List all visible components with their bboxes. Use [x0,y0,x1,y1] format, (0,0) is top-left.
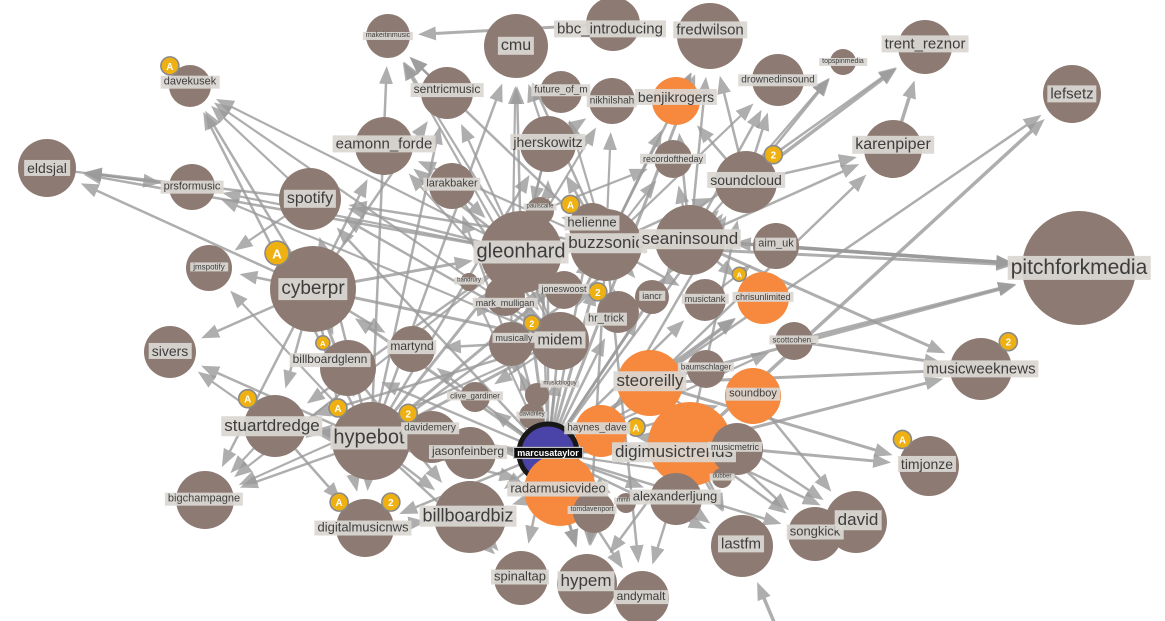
graph-node-soundboy[interactable] [725,368,781,424]
graph-node-karenpiper[interactable] [864,120,922,178]
node-badge [315,335,331,351]
graph-node-david[interactable] [825,491,887,553]
node-badge-glyph: A [166,62,173,73]
node-badge-glyph: A [632,423,639,434]
graph-node-lastfm[interactable] [711,515,773,577]
node-badge [731,266,748,283]
graph-node-future_of_m[interactable] [540,71,582,113]
graph-node-makeitinmusic[interactable] [366,14,410,58]
graph-node-bigchampagne[interactable] [176,471,234,529]
graph-node-joneswoost[interactable] [545,271,583,309]
node-badge-glyph: A [272,246,282,261]
graph-edge [220,198,561,343]
graph-node-aim_uk[interactable] [753,223,799,269]
graph-node-musicmetric[interactable] [711,423,763,475]
graph-edge [539,168,648,213]
node-badge-glyph: 2 [406,409,412,420]
graph-edge [689,238,946,354]
graph-node-bbc_introducing[interactable] [586,0,640,51]
graph-node-bandrury[interactable] [460,273,478,291]
graph-node-baumschlager[interactable] [687,350,725,388]
node-badge [264,240,290,266]
graph-node-chrisunlimited[interactable] [737,272,789,324]
node-badge-glyph: A [736,270,742,279]
graph-node-lefsetz[interactable] [1043,65,1101,123]
node-badge-glyph: A [567,200,574,211]
node-badge-glyph: A [899,435,906,446]
node-badge [892,429,913,450]
graph-node-martynd[interactable] [389,326,435,372]
node-badge [998,331,1019,352]
node-badge-glyph: 2 [529,319,534,329]
graph-node-cmu[interactable] [484,14,548,78]
graph-node-pitchforkmedia[interactable] [1022,211,1136,325]
graph-node-tomdavenport[interactable] [573,491,615,533]
graph-node-trent_reznor[interactable] [898,20,952,74]
graph-node-seaninsound[interactable] [655,205,725,275]
graph-node-jasonfeinberg[interactable] [444,427,496,479]
graph-node-mark_mulligan[interactable] [485,276,525,316]
node-badge-glyph: 2 [1006,338,1012,349]
graph-node-larakbaker[interactable] [429,163,475,209]
graph-node-billboardglenn[interactable] [320,340,376,396]
node-badge [523,314,541,332]
graph-edge [757,581,776,621]
graph-node-prsformusic[interactable] [169,164,215,210]
graph-node-drownedinsound[interactable] [752,54,804,106]
graph-node-andymalt[interactable] [615,571,669,621]
graph-node-dubber[interactable] [712,468,732,488]
graph-node-fredwilson[interactable] [677,3,743,69]
graph-edge [793,339,943,368]
graph-node-iancr[interactable] [635,280,669,314]
node-badge [560,194,581,215]
node-badge [329,492,349,512]
node-badge [328,398,348,418]
graph-node-alexanderljung[interactable] [650,473,702,525]
graph-node-haynes_dave[interactable] [575,405,627,457]
graph-node-hypem[interactable] [557,554,617,614]
graph-node-eamonn_forde[interactable] [355,117,413,175]
graph-node-buzzsonic[interactable] [570,209,642,281]
node-badge [237,388,258,409]
node-badge-glyph: 2 [595,288,601,299]
graph-node-topspinmedia[interactable] [830,49,856,75]
graph-node-clive_gardiner[interactable] [460,382,490,412]
node-badge [381,492,401,512]
node-badge-glyph: A [334,404,341,415]
node-badge-glyph: A [320,339,326,348]
node-badge-glyph: 2 [771,151,777,162]
node-badge-glyph: A [336,498,343,509]
nodes-layer [18,0,1136,621]
graph-node-sivers[interactable] [144,326,196,378]
graph-node-recordoftheday[interactable] [654,140,692,178]
node-badge-glyph: 2 [388,498,394,509]
graph-node-nikhilshah[interactable] [589,78,635,124]
node-badge-glyph: A [244,395,251,406]
graph-node-benjikrogers[interactable] [652,77,700,125]
graph-node-eldsjal[interactable] [18,139,76,197]
graph-node-sentricmusic[interactable] [421,67,473,119]
node-badge [160,56,180,76]
graph-node-mmfuk[interactable] [616,493,636,513]
graph-node-musicbloguy[interactable] [525,383,549,407]
graph-node-spotify[interactable] [279,168,341,230]
graph-node-jmspotify[interactable] [186,245,232,291]
node-badge [763,144,784,165]
graph-node-jherskowitz[interactable] [520,116,576,172]
graph-node-scottcohen_[interactable] [775,322,813,360]
graph-node-billboardbiz[interactable] [434,481,506,553]
graph-node-musictank[interactable] [684,279,726,321]
graph-node-spinaltap[interactable] [494,551,548,605]
